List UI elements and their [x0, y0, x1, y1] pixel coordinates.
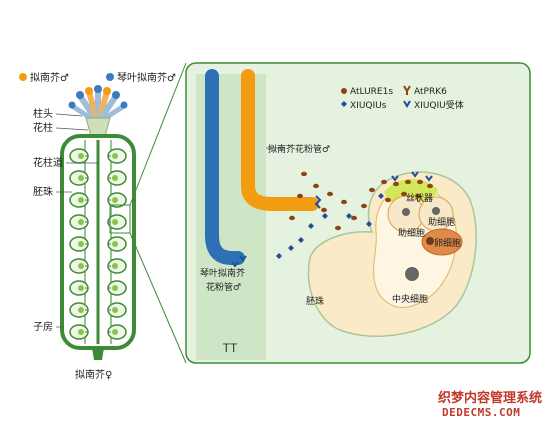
synergid-nucleus-1 — [402, 208, 410, 216]
pedicel — [92, 348, 104, 360]
xiuqiu-receptor-legend-label: XIUQIU受体 — [414, 99, 464, 111]
atlure-molecules — [289, 171, 433, 231]
synergid-nucleus-2 — [432, 207, 440, 215]
ovule-core-3-left — [78, 197, 84, 203]
ovule-core-7-left — [78, 285, 84, 291]
tt-label: TT — [223, 341, 238, 355]
species-a-dot-icon — [19, 73, 27, 81]
ovule-core-9-left — [78, 329, 84, 335]
zoom-connector-top — [129, 62, 187, 206]
ovule-column — [69, 148, 127, 340]
pistil-female-label: 拟南芥♀ — [75, 368, 112, 381]
central-cell-label: 中央细胞 — [392, 293, 428, 305]
species-b-dot-icon — [106, 73, 114, 81]
ovary-label: 子房 — [33, 320, 53, 333]
ovule-core-1-left — [78, 153, 84, 159]
ovule-core-1-right — [112, 153, 118, 159]
ovule-core-6-right — [112, 263, 118, 269]
zoom-connector-bottom — [129, 232, 187, 364]
watermark-line2: DEDECMS.COM — [442, 406, 520, 419]
atlure-legend-label: AtLURE1s — [350, 87, 393, 97]
ovule-core-5-left — [78, 241, 84, 247]
transmitting-tract-label: 花柱道 — [33, 156, 63, 169]
ovule-core-4-right — [112, 219, 118, 225]
ovule-core-2-left — [78, 175, 84, 181]
pollen-tube-b-label-line2: 花粉管♂ — [206, 281, 241, 293]
species-b-label: 琴叶拟南芥♂ — [117, 71, 176, 84]
blue-pollen-tube — [205, 69, 245, 265]
ovule-core-2-right — [112, 175, 118, 181]
orange-pollen-tube — [241, 69, 319, 211]
species-a-label: 拟南芥♂ — [30, 71, 69, 84]
egg-nucleus — [426, 237, 434, 245]
ovule-label: 胚珠 — [33, 185, 53, 198]
receptor-markers — [391, 171, 433, 182]
watermark-line1: 织梦内容管理系统 — [438, 390, 542, 406]
atlure-dot-icon — [341, 88, 347, 94]
ovule-core-8-left — [78, 307, 84, 313]
synergid-label-2: 助细胞 — [428, 216, 455, 228]
style-label: 花柱 — [33, 121, 53, 134]
legend-right: AtLURE1s AtPRK6 XIUQIUs XIUQIU受体 — [341, 85, 464, 111]
ovule-core-9-right — [112, 329, 118, 335]
xiuqiu-diamond-icon — [341, 101, 347, 107]
ovule-core-3-right — [112, 197, 118, 203]
pistil-labels: 柱头 花柱 花柱道 胚珠 子房 拟南芥♀ — [33, 107, 112, 381]
watermark: 织梦内容管理系统 DEDECMS.COM — [438, 390, 542, 419]
stigma-papillae — [68, 85, 128, 123]
pollen-tube-b-label-line1: 琴叶拟南芥 — [200, 267, 245, 279]
legend-left: 拟南芥♂ 琴叶拟南芥♂ — [19, 71, 176, 84]
pollen-tube-a-label: 拟南芥花粉管♂ — [268, 143, 330, 155]
ovule-core-4-left — [78, 219, 84, 225]
tube-tip-receptors — [231, 195, 322, 268]
central-cell-nucleus — [405, 267, 419, 281]
atprk6-icon — [403, 85, 411, 95]
detail-panel: TT — [185, 62, 531, 364]
xiuqiu-legend-label: XIUQIUs — [350, 101, 387, 111]
ovule-core-5-right — [112, 241, 118, 247]
synergid-label-1: 助细胞 — [398, 227, 425, 239]
filiform-label: 丝状器 — [406, 192, 433, 204]
stigma-label: 柱头 — [33, 107, 53, 120]
ovule-core-6-left — [78, 263, 84, 269]
ovule-core-8-right — [112, 307, 118, 313]
ovule-core-7-right — [112, 285, 118, 291]
pistil-illustration — [60, 85, 136, 360]
egg-cell-label: 卵细胞 — [434, 237, 461, 249]
xiuqiu-receptor-icon — [403, 100, 411, 108]
xiuqiu-molecules — [276, 193, 384, 259]
ovule-detail-label: 胚珠 — [306, 295, 324, 307]
egg-cell — [421, 228, 463, 256]
zoom-region-box — [109, 204, 131, 234]
atprk6-legend-label: AtPRK6 — [414, 87, 447, 97]
